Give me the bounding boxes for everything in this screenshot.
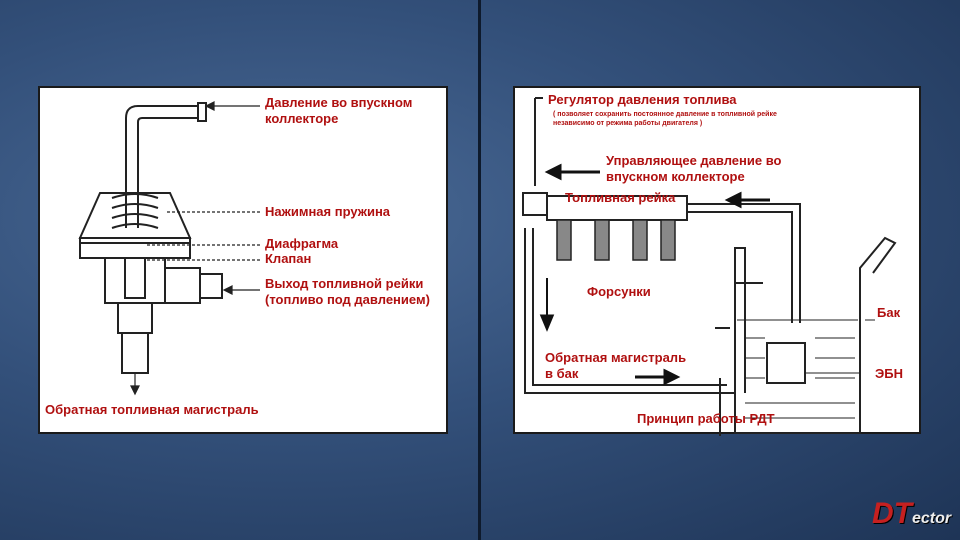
rail-outlet-label: Выход топливной рейки(топливо под давлен… xyxy=(265,276,430,307)
regulator-note: ( позволяет сохранить постоянное давлени… xyxy=(553,111,777,127)
fuel-rail-label: Топливная рейка xyxy=(565,190,676,205)
dtector-logo: DTector xyxy=(872,497,952,530)
panel-divider xyxy=(478,0,481,540)
diagram-caption: Принцип работы РДТ xyxy=(637,411,775,426)
regulator-principle-panel: Регулятор давления топлива ( позволяет с… xyxy=(513,86,921,436)
fuel-system-drawing xyxy=(522,97,897,436)
pump-label: ЭБН xyxy=(875,366,903,381)
diaphragm-label: Диафрагма xyxy=(265,236,339,251)
regulator-title: Регулятор давления топлива xyxy=(548,92,737,107)
valve-label: Клапан xyxy=(265,251,312,266)
spring-label: Нажимная пружина xyxy=(265,204,391,219)
tank-label: Бак xyxy=(877,305,901,320)
regulator-cross-section-drawing xyxy=(78,101,260,396)
return-line-label: Обратная топливная магистраль xyxy=(45,402,259,417)
injectors-label: Форсунки xyxy=(587,284,651,299)
